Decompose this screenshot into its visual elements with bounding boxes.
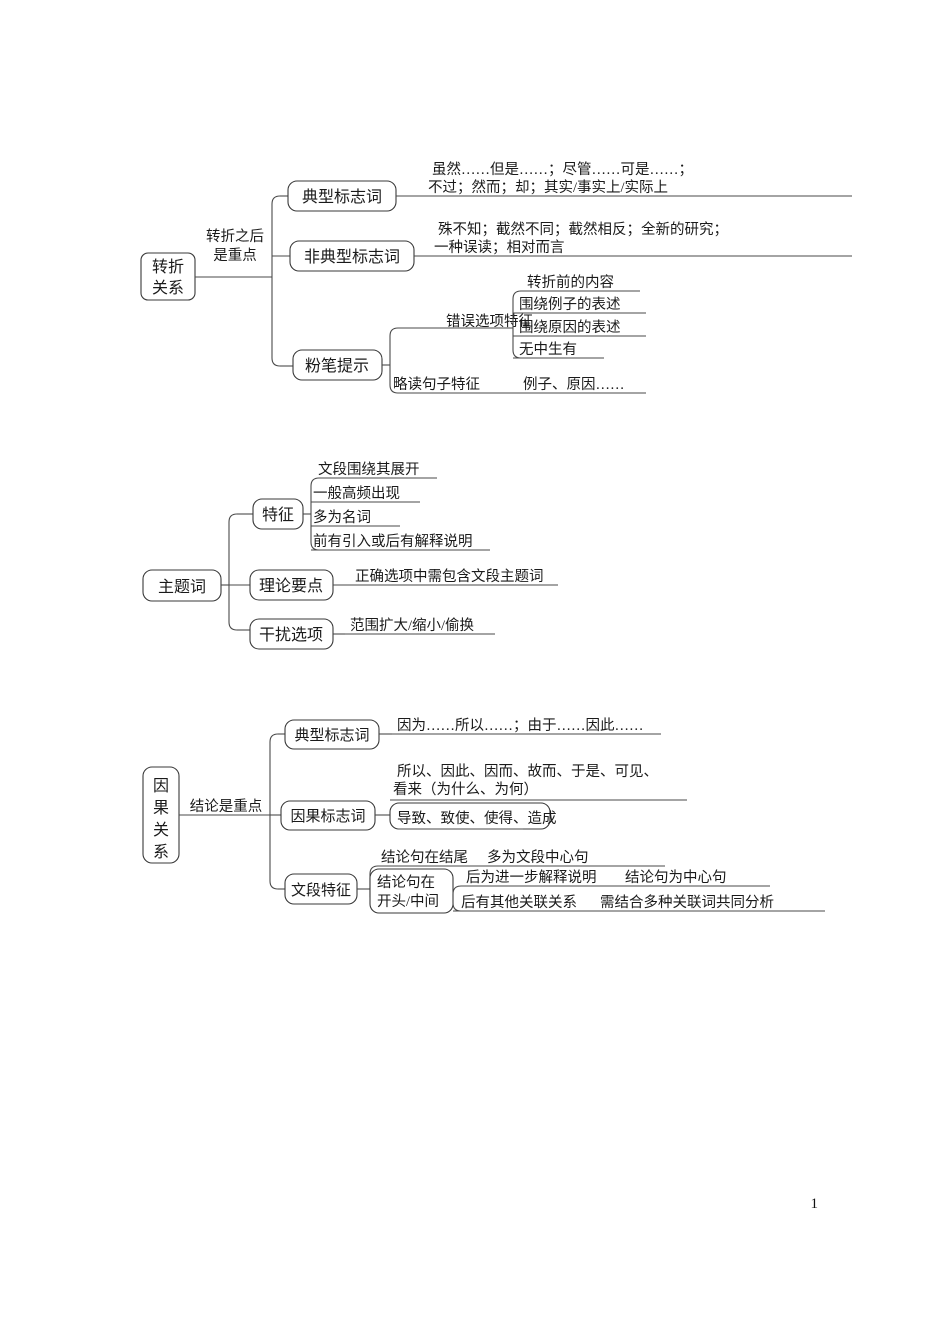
node-ganrao-xuanxiang-label: 干扰选项	[259, 626, 323, 644]
node-root-yinguo-line3: 关	[153, 821, 169, 839]
label-cuowu-xuanxiang-tezheng: 错误选项特征	[446, 313, 533, 330]
node-wenduan-tezheng-label: 文段特征	[291, 882, 351, 899]
leaf-cuowu-4: 无中生有	[519, 341, 577, 358]
leaf-cuowu-1: 转折前的内容	[527, 274, 614, 291]
node-root-yinguo-line1: 因	[153, 777, 169, 795]
leaf-lilun-1: 正确选项中需包含文段主题词	[355, 568, 544, 585]
leaf-cuowu-2: 围绕例子的表述	[519, 296, 621, 313]
node-tezheng-label: 特征	[262, 506, 294, 524]
leaf-xujiehe-duozhong: 需结合多种关联词共同分析	[600, 894, 774, 911]
leaf-yinguo-words-line1: 所以、因此、因而、故而、于是、可见、	[397, 763, 658, 780]
leaf-luedu-1: 例子、原因……	[523, 376, 625, 393]
leaf-yg-dianxing-1: 因为……所以……；由于……因此……	[397, 717, 644, 734]
leaf-jielunju-jiewei: 多为文段中心句	[487, 849, 589, 866]
leaf-yinguo-daozhi: 导致、致使、使得、造成	[397, 810, 557, 827]
node-root-yinguo-line2: 果	[153, 800, 169, 817]
diagram-zhuanzhe: 转折 关系 转折之后 是重点 典型标志词 虽然……但是……；尽管……可是……； …	[140, 161, 852, 394]
node-yg-dianxing-biaozhici-label: 典型标志词	[294, 727, 369, 744]
diagram-zhutici: 主题词 特征 文段围绕其展开 一般高频出现 多为名词 前有引入或后有解释说明 理…	[142, 461, 558, 650]
node-root-yinguo-line4: 系	[153, 843, 169, 861]
node-root-zhutici-label: 主题词	[158, 578, 206, 596]
leaf-dianxing-line2: 不过；然而；却；其实/事实上/实际上	[428, 179, 668, 196]
node-yinguo-biaozhici-label: 因果标志词	[290, 808, 365, 825]
edge-spine-zhuanzhe	[271, 195, 281, 367]
edge-spine-zhutici	[228, 513, 238, 631]
edge-label-yinguo: 结论是重点	[190, 798, 263, 815]
page-number: 1	[810, 1196, 819, 1212]
edge-tezheng-bracket	[310, 477, 320, 551]
diagram-yinguo: 因 果 关 系 结论是重点 典型标志词 因为……所以……；由于……因此…… 因果…	[142, 717, 825, 914]
leaf-feidianxing-line2: 一种误读；相对而言	[434, 239, 565, 256]
label-jielunju-zaijiewei: 结论句在结尾	[381, 849, 468, 866]
leaf-yinguo-words-line2: 看来（为什么、为何）	[393, 781, 538, 798]
edge-jielunju-children-bracket	[452, 885, 462, 912]
leaf-ganrao-1: 范围扩大/缩小/偷换	[350, 617, 475, 634]
label-houwei-jinyibu: 后为进一步解释说明	[466, 869, 597, 886]
label-luedu-juzi-tezheng: 略读句子特征	[393, 376, 480, 393]
leaf-tezheng-4: 前有引入或后有解释说明	[313, 533, 473, 550]
label-jielunju-kaitou-line1: 结论句在	[377, 874, 435, 891]
leaf-cuowu-3: 围绕原因的表述	[519, 319, 621, 336]
edge-spine-yinguo	[269, 733, 279, 890]
node-root-zhuanzhe-line2: 关系	[152, 279, 184, 297]
node-dianxing-biaozhici-label: 典型标志词	[302, 188, 382, 206]
edge-cuowu-leaf-bracket	[512, 290, 522, 359]
node-feidianxing-biaozhici-label: 非典型标志词	[304, 248, 400, 266]
leaf-jielunju-zhongxinju: 结论句为中心句	[625, 869, 727, 886]
edge-label-zhuanzhe-line2: 是重点	[213, 247, 257, 264]
node-root-zhuanzhe-line1: 转折	[152, 258, 184, 276]
node-lilun-yaodian-label: 理论要点	[259, 577, 323, 595]
label-jielunju-kaitou-line2: 开头/中间	[377, 893, 439, 910]
leaf-dianxing-line1: 虽然……但是……；尽管……可是……；	[432, 161, 693, 178]
leaf-tezheng-3: 多为名词	[313, 509, 371, 526]
leaf-tezheng-1: 文段围绕其展开	[318, 461, 420, 478]
leaf-tezheng-2: 一般高频出现	[313, 485, 400, 502]
leaf-feidianxing-line1: 殊不知；截然不同；截然相反；全新的研究；	[438, 220, 728, 238]
edge-fenbi-subspine	[389, 327, 399, 394]
node-fenbi-tishi-label: 粉笔提示	[305, 357, 369, 375]
edge-label-zhuanzhe-line1: 转折之后	[206, 228, 264, 245]
label-houyou-qita-guanlian: 后有其他关联关系	[461, 894, 577, 911]
